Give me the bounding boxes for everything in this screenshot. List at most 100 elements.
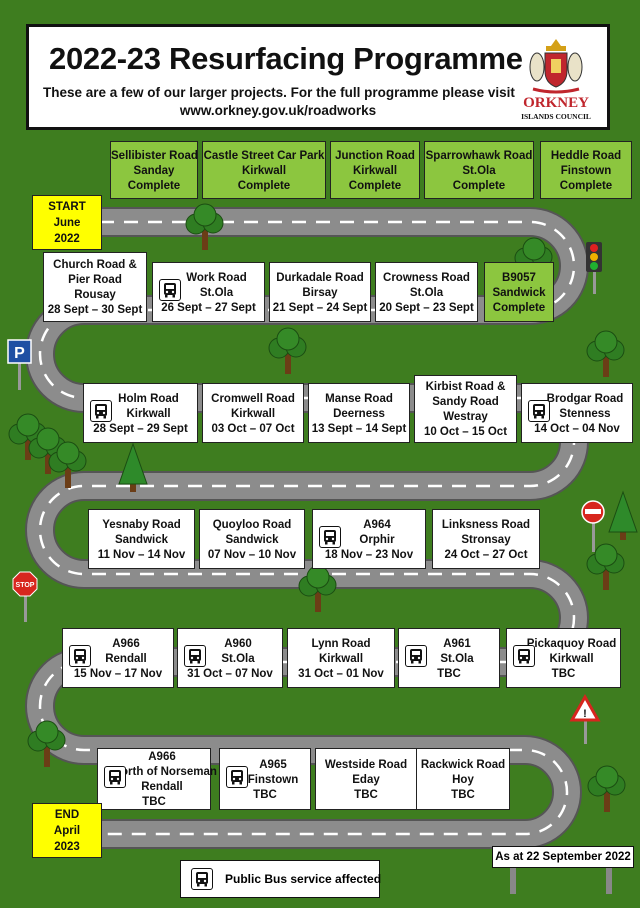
project-name-line: north of Norseman (114, 766, 217, 778)
roadworks-link[interactable]: www.orkney.gov.uk/roadworks (179, 103, 377, 118)
project-dates: 31 Oct – 07 Nov (187, 668, 273, 680)
tree-icon (586, 330, 625, 378)
header-panel: 2022-23 Resurfacing Programme These are … (26, 24, 610, 130)
project-dates: 03 Oct – 07 Oct (211, 423, 295, 435)
bus-icon (104, 766, 126, 788)
project-dates: 14 Oct – 04 Nov (534, 423, 620, 435)
project-name-line: St.Ola (409, 287, 444, 299)
project-name-line: Rendall (105, 653, 147, 665)
start-label-line: 2022 (54, 233, 80, 245)
project-dates: 11 Nov – 14 Nov (97, 549, 186, 561)
pine-tree-icon (608, 491, 638, 541)
project-dates: 15 Nov – 17 Nov (73, 668, 163, 680)
project-name-line: St.Ola (221, 653, 255, 665)
project-name-line: A961 (443, 638, 471, 650)
project-name-line: Finstown (560, 165, 612, 177)
project-name-line: A964 (363, 519, 391, 531)
project-name-line: Holm Road (118, 393, 179, 405)
project-dates: 18 Nov – 23 Nov (324, 549, 414, 561)
project-name-line: Heddle Road (550, 150, 622, 162)
project-dates: Complete (348, 180, 402, 192)
bus-icon (513, 645, 535, 667)
bus-icon (405, 645, 427, 667)
project-name-line: Yesnaby Road (102, 519, 181, 531)
project-dates: Complete (237, 180, 291, 192)
project-dates: 13 Sept – 14 Sept (311, 423, 407, 435)
project-name-line: A960 (224, 638, 252, 650)
project-name-line: Hoy (452, 774, 474, 786)
project-name-line: Sandwick (114, 534, 169, 546)
project-name-line: Sparrowhawk Road (425, 150, 533, 162)
project-dates: 26 Sept – 27 Sept (161, 302, 256, 314)
project-name-line: Junction Road (335, 150, 415, 162)
project-name-line: Stronsay (461, 534, 511, 546)
project-name-line: B9057 (502, 272, 536, 284)
bus-icon (90, 400, 112, 422)
project-name-line: Kirkwall (241, 165, 287, 177)
project-dates: 28 Sept – 29 Sept (93, 423, 188, 435)
project-dates: TBC (142, 796, 166, 808)
project-name-line: Pier Road (68, 274, 122, 286)
project-name-line: Pickaquoy Road (526, 638, 617, 650)
project-name-line: Rackwick Road (420, 759, 506, 771)
project-name-line: Deerness (333, 408, 385, 420)
project-name-line: Linksness Road (441, 519, 531, 531)
project-dates: TBC (437, 668, 461, 680)
logo-word-orkney: ORKNEY (523, 95, 589, 111)
project-name-line: A966 (148, 751, 176, 763)
project-dates: 07 Nov – 10 Nov (207, 549, 297, 561)
project-name-line: Sandwick (492, 287, 546, 299)
project-name-line: Kirbist Road & (425, 381, 506, 393)
bus-icon (226, 766, 248, 788)
project-name-line: Brodgar Road (546, 393, 624, 405)
project-name-line: Rendall (141, 781, 183, 793)
tree-icon (268, 327, 307, 375)
project-name-line: A966 (112, 638, 140, 650)
project-name-line: A965 (259, 759, 287, 771)
project-name-line: Quoyloo Road (212, 519, 292, 531)
bus-icon (191, 868, 213, 890)
project-name-line: Lynn Road (311, 638, 371, 650)
project-dates: Complete (452, 180, 506, 192)
project-dates: TBC (551, 668, 576, 680)
project-dates: Complete (127, 180, 181, 192)
project-dates: 24 Oct – 27 Oct (444, 549, 528, 561)
project-dates: 31 Oct – 01 Nov (298, 668, 384, 680)
svg-text:!: ! (583, 708, 587, 720)
header-subtitle: These are a few of our larger projects. … (43, 85, 515, 100)
project-name-line: Sellibister Road (111, 150, 198, 162)
project-name-line: Work Road (186, 272, 247, 284)
project-name-line: Westside Road (324, 759, 408, 771)
project-name-line: Kirkwall (318, 653, 364, 665)
project-name-line: Cromwell Road (211, 393, 295, 405)
project-name-line: Kirkwall (230, 408, 276, 420)
project-dates: Complete (492, 302, 546, 314)
project-name-line: Castle Street Car Park (203, 150, 325, 162)
